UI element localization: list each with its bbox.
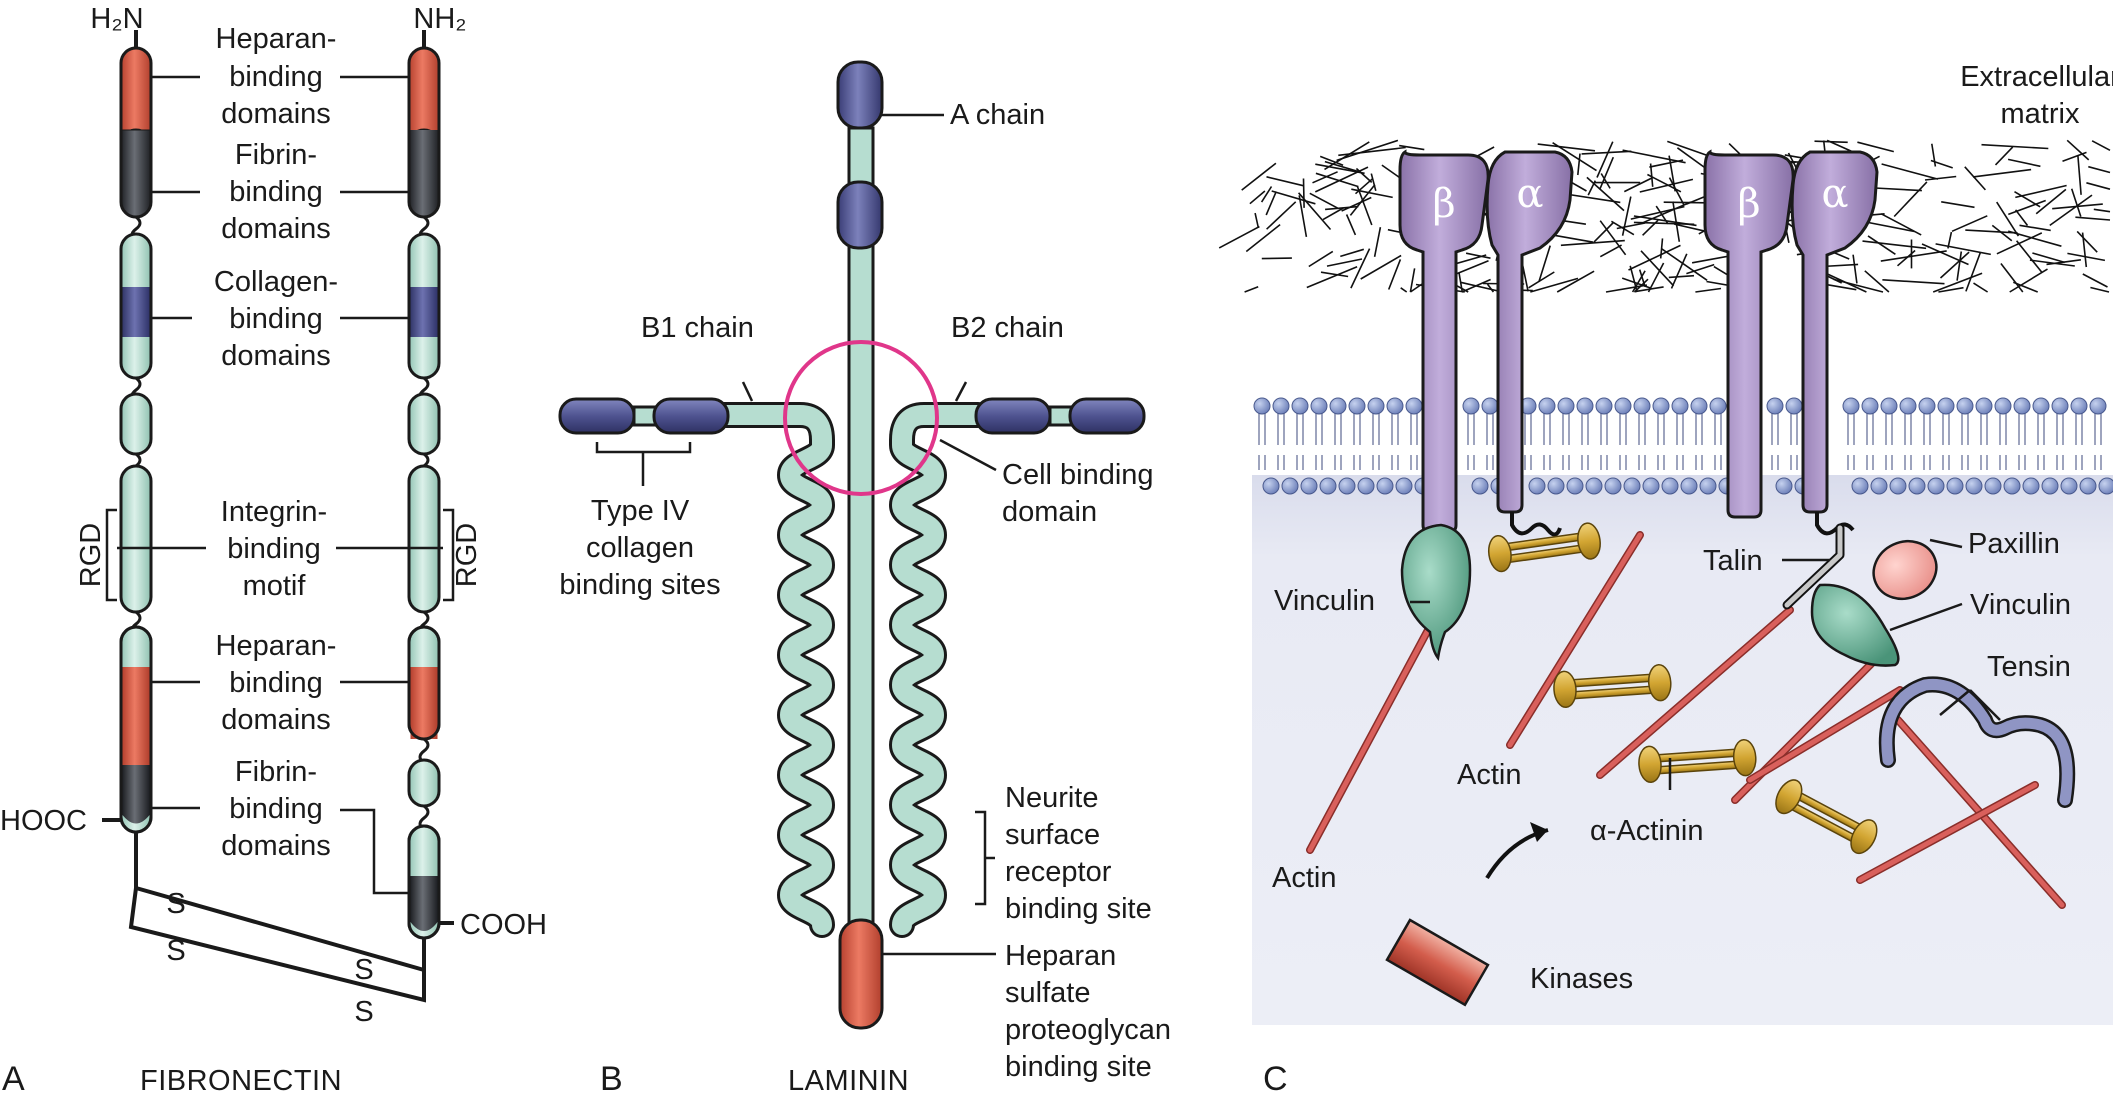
laminin-title: LAMININ: [788, 1065, 909, 1094]
alpha-actinin: [1487, 522, 1601, 573]
integrin-pair-right: [1703, 149, 1879, 519]
alpha-actinin: [1775, 779, 1878, 855]
talin-label: Talin: [1703, 545, 1763, 577]
disulfide-s-label: S: [354, 996, 373, 1028]
rgd-bracket-right: [443, 508, 455, 602]
b1-globule: [558, 397, 636, 435]
alpha-actinin: [1638, 738, 1757, 784]
a-chain-globule: [836, 180, 884, 250]
panel-letter-a: A: [2, 1060, 25, 1094]
hooc-label: HOOC: [0, 805, 87, 837]
extracellular-matrix-fibers: [1218, 139, 2111, 293]
alpha-integrin: [1790, 150, 1879, 514]
a-chain-stem: [847, 148, 875, 932]
plasma-membrane: [1253, 397, 2113, 495]
laminin-leader-lines: [595, 113, 997, 956]
kinases: [1385, 918, 1490, 1007]
beta-integrin: [1703, 149, 1795, 519]
fibronectin-left-chain: [119, 30, 153, 834]
b2-globule: [974, 397, 1052, 435]
b2-globule: [1068, 397, 1146, 435]
actin-filaments: [1306, 531, 2066, 909]
panel-c-leader-lines: [1410, 538, 2001, 790]
fibronectin-leader-lines: [117, 75, 443, 895]
beta-symbol: β: [1737, 181, 1760, 227]
panel-letter-b: B: [600, 1060, 623, 1094]
paxillin-label: Paxillin: [1968, 528, 2060, 560]
rgd-label-right: RGD: [451, 523, 483, 587]
cell-binding-ring: [783, 340, 939, 496]
disulfide-s-label: S: [354, 954, 373, 986]
cytoplasm: [1252, 475, 2113, 1025]
kinase-arrowhead: [1530, 822, 1548, 842]
nh2-label: NH₂: [413, 3, 466, 35]
disulfide-s-label: S: [166, 935, 185, 967]
panel-letter-c: C: [1263, 1060, 1288, 1094]
a-chain-label: A chain: [950, 99, 1045, 131]
disulfide-s-label: S: [166, 888, 185, 920]
alpha-symbol: α: [1821, 171, 1848, 217]
alpha-actinin-label: α-Actinin: [1590, 815, 1703, 847]
actin-left-label: Actin: [1272, 862, 1336, 894]
vinculin-left-label: Vinculin: [1274, 585, 1375, 617]
b1-chain-label: B1 chain: [641, 312, 754, 344]
b1-globule: [652, 397, 730, 435]
rgd-label-left: RGD: [75, 523, 107, 587]
alpha-tail: [1510, 512, 1562, 537]
fibronectin-right-chain: [407, 30, 441, 940]
heparan-sulfate-globule: [838, 918, 884, 1030]
alpha-actinin: [1553, 663, 1672, 709]
a-chain-globule: [836, 60, 884, 130]
paxillin: [1872, 539, 1938, 601]
alpha-actinin-group: [1487, 522, 1878, 855]
kinases-label: Kinases: [1530, 963, 1633, 995]
left-tail-upper: [135, 886, 425, 972]
fibronectin-title: FIBRONECTIN: [140, 1065, 342, 1094]
vinculin-left: [1400, 523, 1472, 662]
alpha-symbol: α: [1516, 171, 1543, 217]
alpha-integrin: [1485, 150, 1574, 514]
cooh-label: COOH: [460, 909, 547, 941]
vinculin-right: [1810, 583, 1900, 667]
panel-c-focal-adhesion: β α β α: [1218, 61, 2113, 1094]
b2-chain-label: B2 chain: [951, 312, 1064, 344]
vinculin-right-label: Vinculin: [1970, 589, 2071, 621]
rgd-bracket-left: [105, 508, 117, 602]
beta-symbol: β: [1432, 181, 1455, 227]
tensin-label: Tensin: [1987, 651, 2071, 683]
actin-mid-label: Actin: [1457, 759, 1521, 791]
h2n-label: H₂N: [90, 3, 143, 35]
